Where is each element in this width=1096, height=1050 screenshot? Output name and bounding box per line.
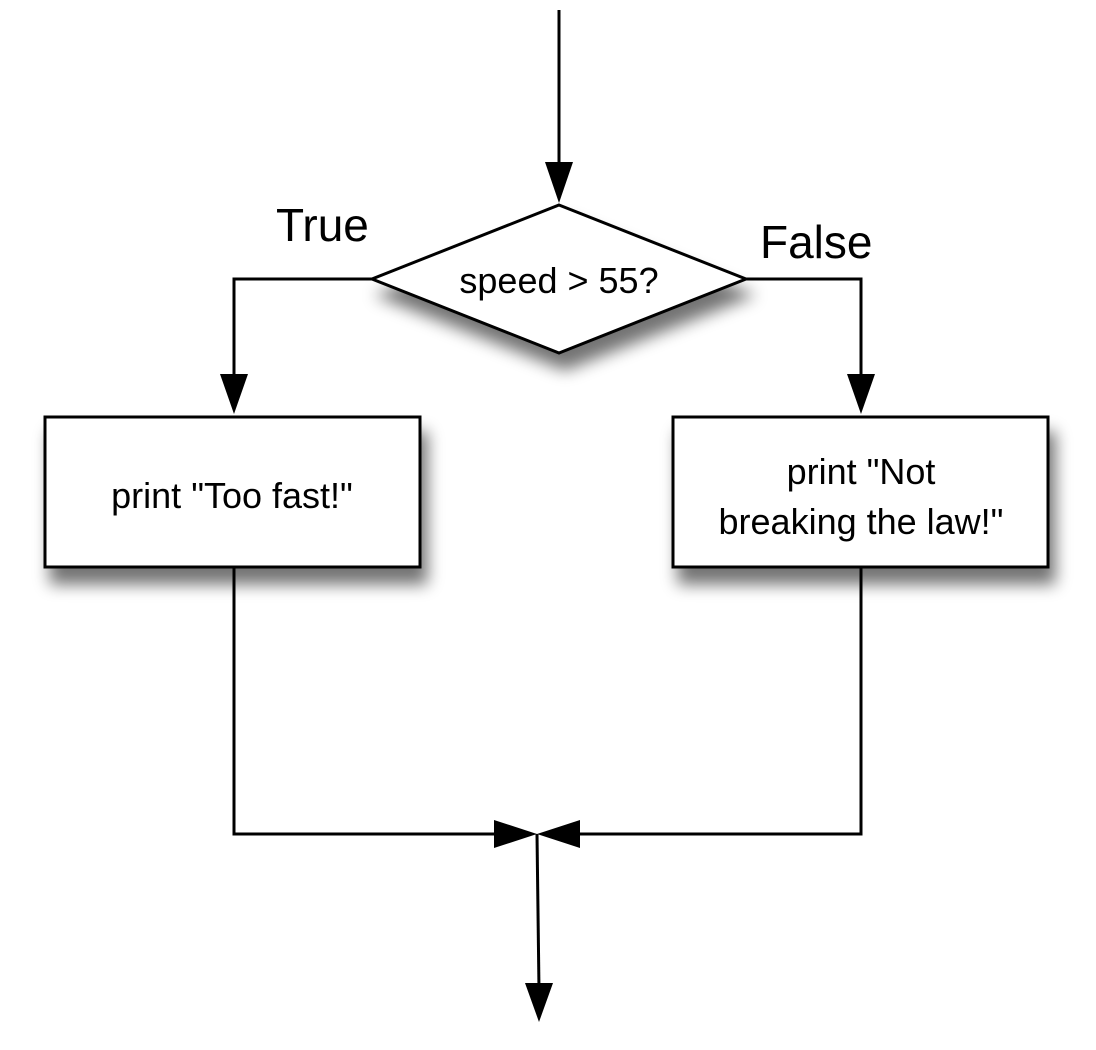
true-branch-label: True: [276, 199, 369, 251]
exit-arrowhead: [525, 983, 553, 1022]
decision-label: speed > 55?: [459, 260, 658, 301]
merge-arrowhead-right: [537, 820, 580, 848]
true-branch-arrowhead: [220, 374, 248, 414]
action-box-false: [671, 415, 1050, 569]
entry-arrowhead: [545, 162, 573, 203]
action-true-label: print "Too fast!": [111, 475, 353, 516]
action-false-label-line2: breaking the law!": [719, 501, 1004, 542]
exit-edge: [535, 833, 541, 991]
action-false-label-line1: print "Not: [787, 451, 936, 492]
true-branch-edge: [232, 277, 372, 380]
decision-diamond: [367, 203, 751, 355]
false-branch-arrowhead: [847, 374, 875, 414]
false-branch-label: False: [760, 216, 872, 268]
false-branch-edge: [746, 277, 863, 380]
merge-edge-right: [574, 567, 863, 836]
merge-arrowhead-left: [494, 820, 537, 848]
merge-edge-left: [232, 567, 500, 836]
action-box-true: [43, 415, 422, 569]
